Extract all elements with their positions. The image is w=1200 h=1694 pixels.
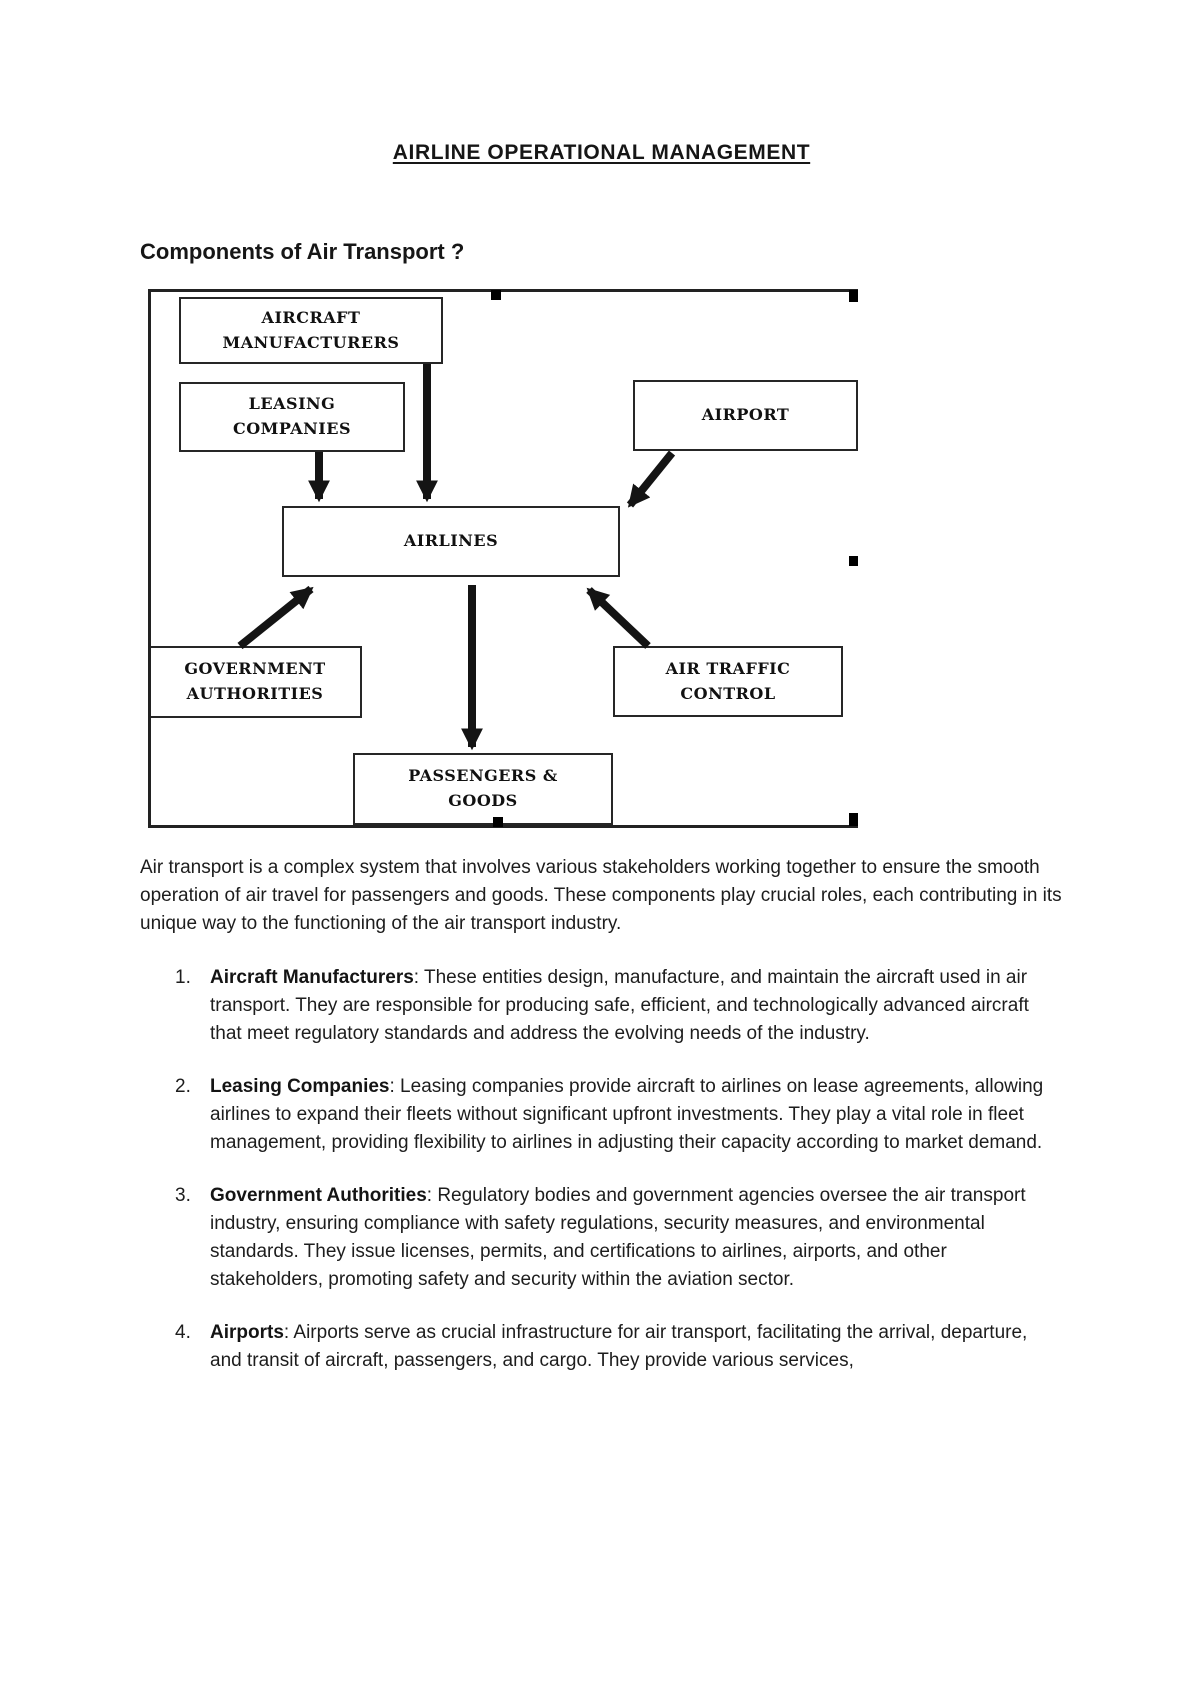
- list-item-government-authorities: 3. Government Authorities: Regulatory bod…: [175, 1182, 1063, 1294]
- intro-paragraph: Air transport is a complex system that i…: [140, 857, 1062, 934]
- diagram-box-airlines: AIRLINES: [282, 506, 620, 577]
- selection-handle-top-center[interactable]: [491, 290, 501, 300]
- list-item-term: Airports: [210, 1322, 284, 1343]
- list-item-number: 1.: [175, 967, 191, 988]
- selection-handle-right-middle[interactable]: [849, 556, 858, 566]
- arrow-airport-to-airlines: [626, 450, 676, 508]
- diagram-box-airport: AIRPORT: [633, 380, 858, 451]
- components-list: 1. Aircraft Manufacturers: These entities…: [140, 964, 1063, 1375]
- section-heading: Components of Air Transport ?: [140, 239, 465, 264]
- list-item-text: : These entities design, manufacture, an…: [210, 967, 1029, 1044]
- arrow-atc-to-airlines: [586, 587, 651, 649]
- arrow-government-to-airlines: [237, 585, 314, 650]
- list-item-text: : Airports serve as crucial infrastructu…: [210, 1322, 1028, 1371]
- list-item-number: 2.: [175, 1076, 191, 1097]
- list-item-airports: 4. Airports: Airports serve as crucial in…: [175, 1319, 1063, 1375]
- diagram-box-passengers-goods: PASSENGERS & GOODS: [353, 753, 613, 825]
- list-item-text: : Regulatory bodies and government agenc…: [210, 1185, 1026, 1290]
- diagram-box-aircraft-manufacturers: AIRCRAFT MANUFACTURERS: [179, 297, 443, 364]
- list-item-text: : Leasing companies provide aircraft to …: [210, 1076, 1044, 1153]
- list-item-leasing-companies: 2. Leasing Companies: Leasing companies p…: [175, 1073, 1063, 1157]
- list-item-number: 4.: [175, 1322, 191, 1343]
- diagram-box-government-authorities: GOVERNMENT AUTHORITIES: [148, 646, 362, 718]
- page-title-text: AIRLINE OPERATIONAL MANAGEMENT: [392, 141, 811, 164]
- document-page: AIRLINE OPERATIONAL MANAGEMENT Component…: [0, 141, 1200, 1694]
- list-item-term: Government Authorities: [210, 1185, 427, 1206]
- list-item-number: 3.: [175, 1185, 191, 1206]
- list-item-term: Aircraft Manufacturers: [210, 967, 414, 988]
- page-title: AIRLINE OPERATIONAL MANAGEMENT: [140, 141, 1063, 165]
- list-item-term: Leasing Companies: [210, 1076, 390, 1097]
- list-item-aircraft-manufacturers: 1. Aircraft Manufacturers: These entities…: [175, 964, 1063, 1048]
- diagram-box-air-traffic-control: AIR TRAFFIC CONTROL: [613, 646, 843, 717]
- diagram-box-leasing-companies: LEASING COMPANIES: [179, 382, 405, 452]
- selection-handle-top-right[interactable]: [849, 290, 858, 302]
- selection-handle-bottom-right[interactable]: [849, 813, 858, 826]
- air-transport-diagram[interactable]: AIRCRAFT MANUFACTURERS LEASING COMPANIES…: [148, 289, 858, 828]
